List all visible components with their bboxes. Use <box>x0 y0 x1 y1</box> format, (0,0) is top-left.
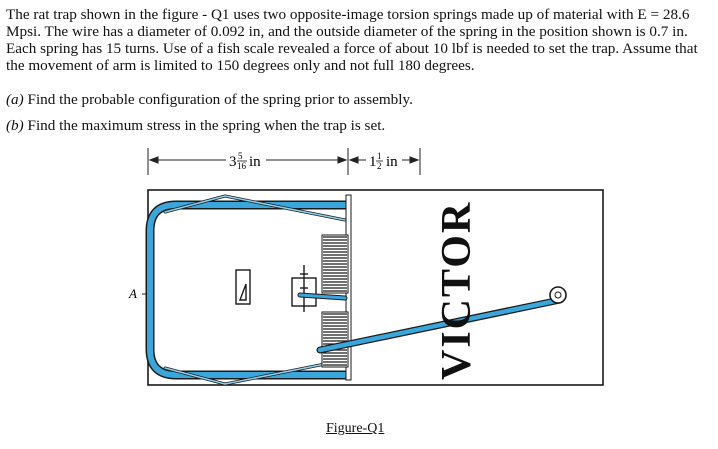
question-a: (a) Find the probable configuration of t… <box>6 91 413 109</box>
dim-left-whole: 3 <box>229 154 237 170</box>
dim-left-num: 5 <box>238 151 243 161</box>
question-a-label: (a) <box>6 91 24 108</box>
question-b-label: (b) <box>6 117 24 134</box>
dim-right-den: 2 <box>377 161 382 171</box>
kill-bar <box>145 194 350 386</box>
hold-down-bar <box>297 286 567 354</box>
dim-right-num: 1 <box>377 151 382 161</box>
figure-caption: Figure-Q1 <box>326 421 385 436</box>
point-a-label: A <box>128 286 137 301</box>
dimension-lines <box>147 148 421 175</box>
dim-left-den: 16 <box>237 161 247 171</box>
dim-right-whole: 1 <box>369 154 377 170</box>
dim-right-unit: in <box>386 154 398 170</box>
trigger-catch <box>235 265 317 312</box>
brand-text: VICTOR <box>434 201 480 380</box>
problem-statement: The rat trap shown in the figure - Q1 us… <box>6 6 698 74</box>
question-a-text: Find the probable configuration of the s… <box>27 91 413 108</box>
trap-base <box>147 189 604 386</box>
question-b: (b) Find the maximum stress in the sprin… <box>6 117 385 135</box>
question-b-text: Find the maximum stress in the spring wh… <box>27 117 386 134</box>
spring-coils <box>323 236 347 366</box>
dim-left-unit: in <box>249 154 261 170</box>
